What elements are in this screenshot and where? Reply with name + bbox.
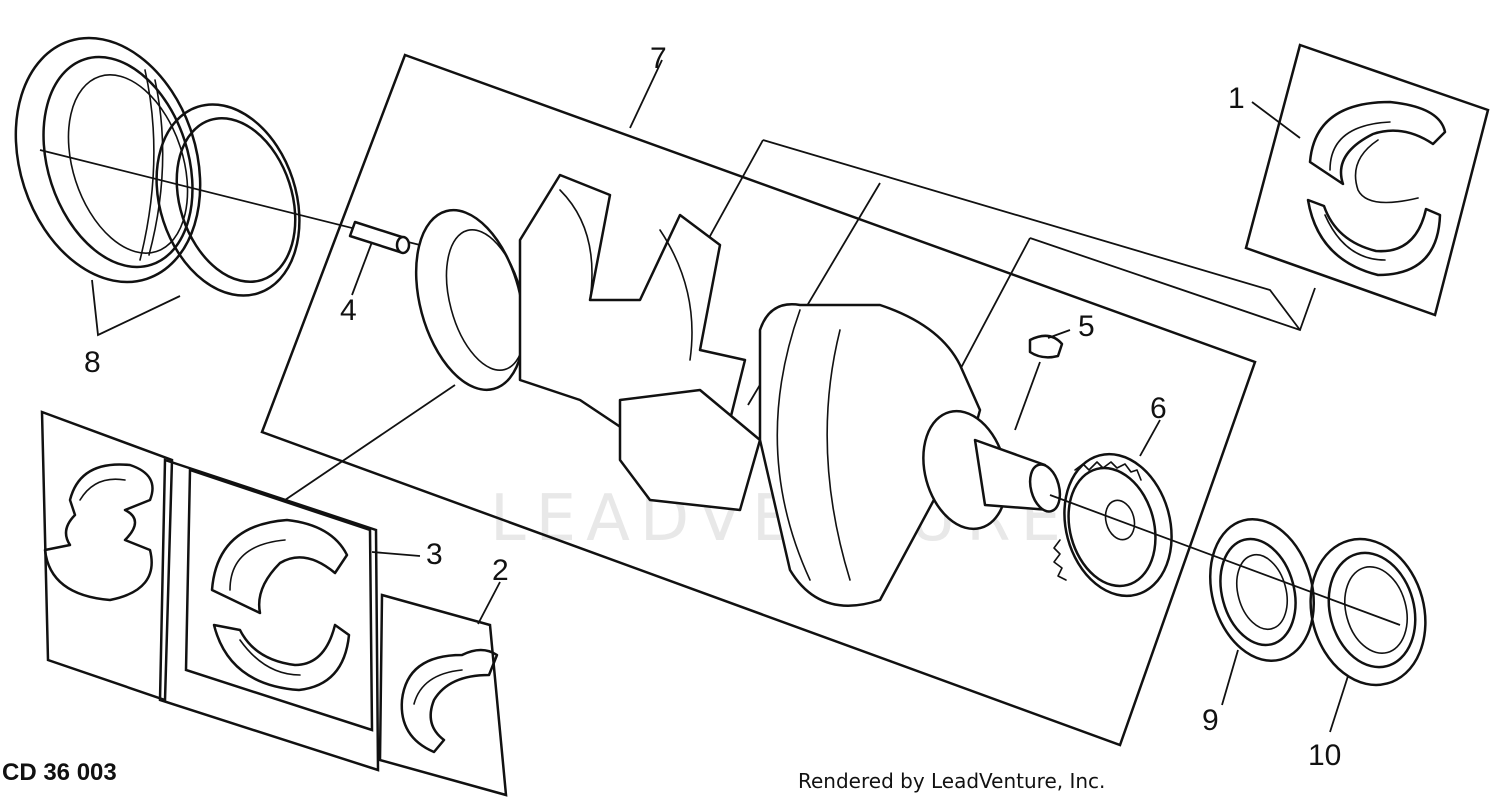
- credit-text: Rendered by LeadVenture, Inc.: [798, 769, 1105, 793]
- leader-9: [1221, 649, 1239, 706]
- dowel-pin: [348, 220, 411, 255]
- thrust-bearing-box: [158, 458, 380, 772]
- callout-3: 3: [426, 538, 443, 571]
- thrust-washer: [43, 463, 154, 602]
- thrust-bearing-shells: [210, 518, 351, 692]
- thrust-washer-box: [40, 410, 174, 702]
- leader-3-to-crank: [284, 384, 456, 501]
- leader-7: [629, 59, 663, 129]
- leader-1: [1251, 101, 1301, 139]
- callout-7: 7: [650, 42, 667, 75]
- leader-6: [1139, 419, 1161, 457]
- leader-5b: [1014, 361, 1041, 431]
- bearing-bracket-line: [762, 139, 1301, 331]
- wear-sleeve: [155, 103, 301, 297]
- crankshaft-gear: [1053, 452, 1173, 598]
- callout-1: 1: [1228, 82, 1245, 115]
- thrust-washer-2-box: [378, 593, 508, 797]
- callout-2: 2: [492, 554, 509, 587]
- callout-4: 4: [340, 294, 357, 327]
- leader-5a: [1047, 329, 1071, 339]
- main-bearing-shells: [1306, 100, 1447, 277]
- figure-code: CD 36 003: [2, 759, 117, 786]
- callout-9: 9: [1202, 704, 1219, 737]
- callout-8: 8: [84, 346, 101, 379]
- thrust-washer-2: [400, 648, 499, 754]
- leader-8: [91, 279, 181, 337]
- leader-2: [477, 581, 501, 625]
- bracket-return: [1029, 237, 1316, 332]
- bearing-insert-box: [184, 468, 374, 732]
- leader-10: [1329, 675, 1349, 733]
- woodruff-key: [1028, 334, 1064, 359]
- callout-10: 10: [1308, 739, 1341, 772]
- rear-oil-seal: [14, 36, 202, 284]
- front-oil-seal: [1208, 518, 1316, 662]
- leader-3: [371, 551, 421, 557]
- front-wear-sleeve: [1309, 537, 1427, 687]
- crankshaft: [414, 173, 1062, 607]
- crankshaft-group-box: [260, 53, 1257, 747]
- callout-6: 6: [1150, 392, 1167, 425]
- main-bearing-box: [1244, 43, 1490, 317]
- callout-5: 5: [1078, 310, 1095, 343]
- leader-4: [351, 241, 373, 296]
